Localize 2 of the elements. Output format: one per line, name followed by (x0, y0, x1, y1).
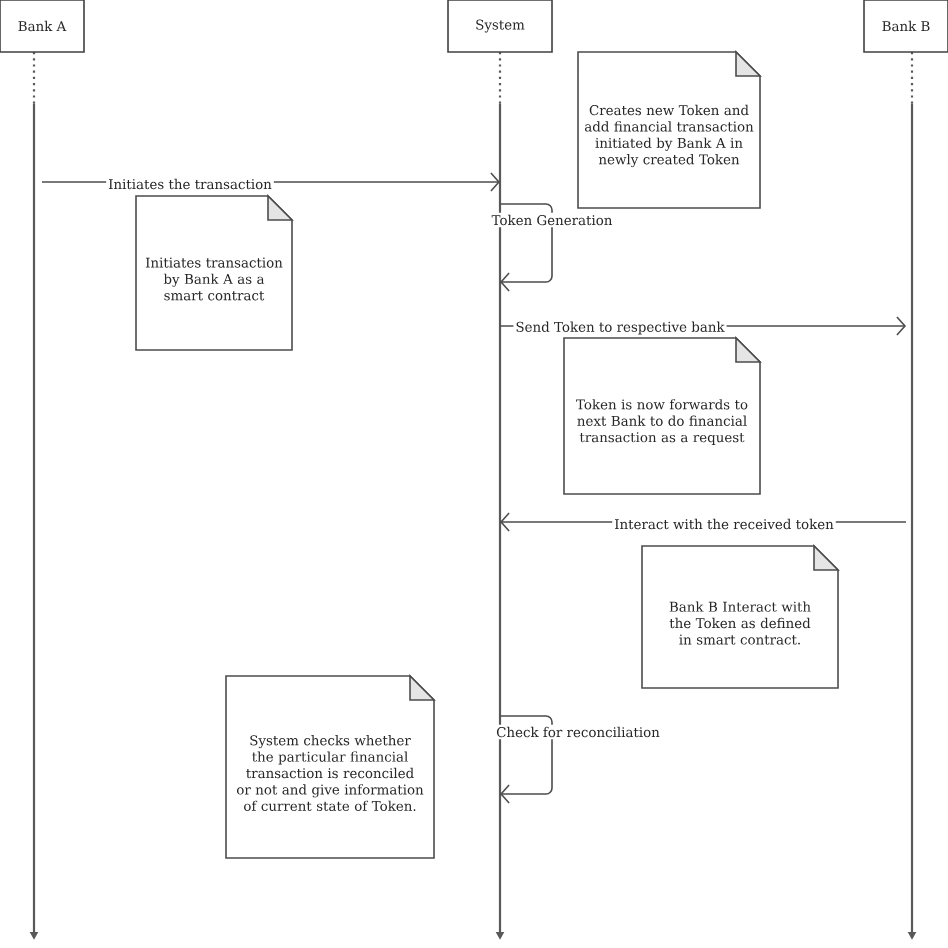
message-arrow (499, 203, 553, 292)
message-arrow (499, 715, 553, 804)
